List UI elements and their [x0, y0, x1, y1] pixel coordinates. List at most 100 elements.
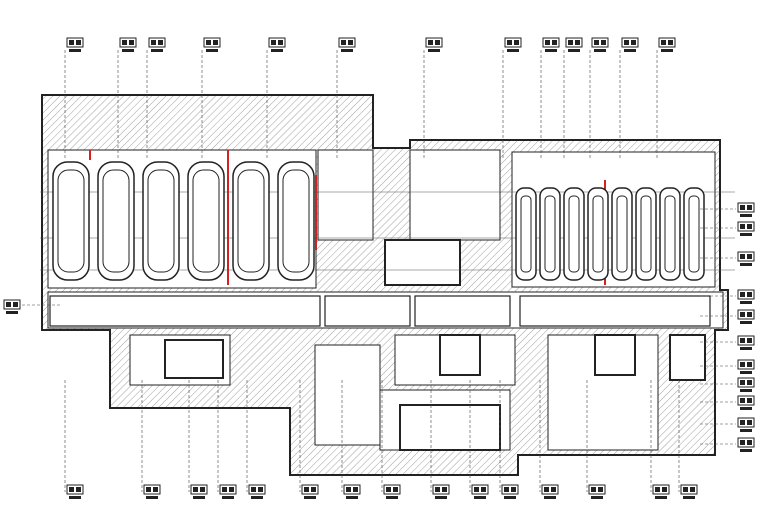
label-tag-caption — [69, 496, 81, 499]
label-tag-mark — [601, 40, 606, 45]
label-tag-caption — [435, 496, 447, 499]
label-tag-mark — [442, 487, 447, 492]
label-tag-mark — [341, 40, 346, 45]
label-tag-mark — [507, 40, 512, 45]
label-tag-mark — [353, 487, 358, 492]
label-tag-caption — [146, 496, 158, 499]
label-tag-mark — [69, 487, 74, 492]
label-tag — [565, 37, 583, 48]
label-tag-mark — [568, 40, 573, 45]
label-tag — [737, 395, 755, 406]
core-room — [399, 404, 501, 451]
label-tag-mark — [222, 487, 227, 492]
label-tag — [504, 37, 522, 48]
label-tag-mark — [552, 40, 557, 45]
label-tag-caption — [346, 496, 358, 499]
label-tag-mark — [151, 40, 156, 45]
label-tag-mark — [251, 487, 256, 492]
label-tag-caption — [386, 496, 398, 499]
label-tag-mark — [213, 40, 218, 45]
label-tag-mark — [258, 487, 263, 492]
label-tag-caption — [304, 496, 316, 499]
label-tag-mark — [598, 487, 603, 492]
parking-bay — [683, 187, 705, 281]
label-tag — [301, 484, 319, 495]
label-tag — [66, 484, 84, 495]
label-tag-mark — [740, 440, 745, 445]
label-tag-mark — [575, 40, 580, 45]
label-tag-caption — [661, 49, 673, 52]
label-tag-mark — [146, 487, 151, 492]
label-tag-caption — [740, 347, 752, 350]
room — [409, 149, 501, 241]
label-tag-mark — [740, 292, 745, 297]
label-tag-caption — [122, 49, 134, 52]
room — [47, 149, 317, 289]
label-tag-mark — [346, 487, 351, 492]
label-tag-mark — [747, 398, 752, 403]
label-tag-caption — [341, 49, 353, 52]
label-tag-mark — [740, 224, 745, 229]
label-tag-mark — [153, 487, 158, 492]
label-tag-mark — [661, 40, 666, 45]
label-tag-mark — [662, 487, 667, 492]
label-tag — [737, 251, 755, 262]
label-tag-mark — [229, 487, 234, 492]
label-tag-mark — [655, 487, 660, 492]
parking-bay — [142, 161, 180, 281]
label-tag-mark — [668, 40, 673, 45]
label-tag-mark — [551, 487, 556, 492]
label-tag-caption — [545, 49, 557, 52]
label-tag-mark — [474, 487, 479, 492]
parking-bay — [611, 187, 633, 281]
label-tag-mark — [69, 40, 74, 45]
label-tag — [119, 37, 137, 48]
parking-bay-inner — [282, 169, 310, 273]
parking-bay-inner — [544, 195, 556, 273]
label-tag-mark — [747, 362, 752, 367]
label-tag — [652, 484, 670, 495]
label-tag — [737, 437, 755, 448]
label-tag-mark — [481, 487, 486, 492]
parking-bay-inner — [640, 195, 652, 273]
label-tag — [66, 37, 84, 48]
label-tag-mark — [747, 380, 752, 385]
label-tag-mark — [206, 40, 211, 45]
label-tag — [737, 202, 755, 213]
core-room — [594, 334, 636, 376]
label-tag — [471, 484, 489, 495]
parking-bay-inner — [102, 169, 130, 273]
label-tag — [621, 37, 639, 48]
label-tag — [737, 359, 755, 370]
parking-bay-inner — [664, 195, 676, 273]
label-tag — [425, 37, 443, 48]
label-tag-mark — [511, 487, 516, 492]
label-tag-mark — [740, 254, 745, 259]
label-tag-mark — [386, 487, 391, 492]
label-tag — [737, 309, 755, 320]
label-tag-mark — [200, 487, 205, 492]
parking-bay — [187, 161, 225, 281]
label-tag — [219, 484, 237, 495]
label-tag-mark — [435, 40, 440, 45]
label-tag-caption — [740, 263, 752, 266]
parking-bay-inner — [616, 195, 628, 273]
parking-bay-inner — [237, 169, 265, 273]
label-tag-mark — [747, 420, 752, 425]
label-tag-caption — [6, 311, 18, 314]
label-tag-caption — [740, 389, 752, 392]
label-tag-mark — [591, 487, 596, 492]
label-tag-mark — [193, 487, 198, 492]
label-tag-mark — [76, 40, 81, 45]
corridor-segment — [49, 295, 321, 327]
label-tag-mark — [428, 40, 433, 45]
core-room — [164, 339, 224, 379]
label-tag-caption — [507, 49, 519, 52]
parking-bay-inner — [147, 169, 175, 273]
label-tag-mark — [545, 40, 550, 45]
label-tag-mark — [740, 338, 745, 343]
label-tag-caption — [740, 321, 752, 324]
parking-bay-inner — [192, 169, 220, 273]
label-tag-caption — [740, 214, 752, 217]
